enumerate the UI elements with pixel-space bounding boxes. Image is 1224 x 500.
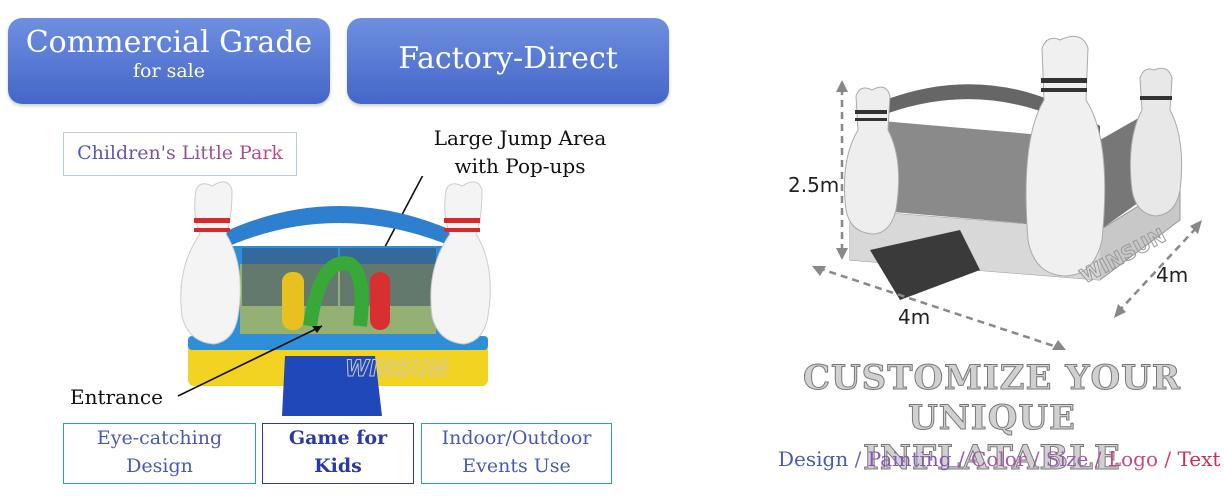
option-separator: / xyxy=(1094,447,1102,471)
park-label-text: Children's Little Park xyxy=(77,142,283,164)
option-separator: / xyxy=(1164,447,1172,471)
banner-title: Commercial Grade xyxy=(25,25,313,60)
factory-direct-banner: Factory-Direct xyxy=(347,18,669,104)
brand-watermark: WINSUN xyxy=(345,357,448,382)
depth-label: 4m xyxy=(1156,263,1189,287)
feature-game-for-kids: Game for Kids xyxy=(262,423,414,484)
option-color: Color xyxy=(971,447,1027,471)
customize-heading: CUSTOMIZE YOUR UNIQUE INFLATABLE xyxy=(760,358,1224,479)
bowling-bounce-house-image: WINSUN xyxy=(177,176,491,416)
option-design: Design xyxy=(778,447,849,471)
right-bowling-pin xyxy=(430,181,491,345)
feature-line2: Events Use xyxy=(462,455,571,477)
option-separator: / xyxy=(854,447,862,471)
feature-line1: Game for xyxy=(288,427,388,449)
feature-line2: Design xyxy=(126,455,193,477)
commercial-grade-banner: Commercial Grade for sale xyxy=(8,18,330,104)
entrance-pointer xyxy=(177,325,323,397)
option-separator: / xyxy=(1032,447,1040,471)
depth-arrow xyxy=(1117,225,1199,313)
height-label: 2.5m xyxy=(788,173,840,197)
customize-options: Design / Painting / Color / Size / Logo … xyxy=(778,447,1220,471)
banner-title: Factory-Direct xyxy=(398,41,618,76)
option-logo: Logo xyxy=(1107,447,1158,471)
customize-line1: CUSTOMIZE YOUR UNIQUE xyxy=(802,358,1182,439)
option-text: Text xyxy=(1177,447,1221,471)
width-arrow xyxy=(817,266,1061,350)
feature-line2: Kids xyxy=(314,455,362,477)
feature-indoor-outdoor: Indoor/Outdoor Events Use xyxy=(421,423,612,484)
jump-area-annotation: Large Jump Area with Pop-ups xyxy=(420,124,620,180)
jump-area-pointer xyxy=(377,176,424,261)
entrance-annotation: Entrance xyxy=(70,385,163,409)
option-size: Size xyxy=(1045,447,1089,471)
feature-line1: Indoor/Outdoor xyxy=(441,427,592,449)
width-label: 4m xyxy=(898,305,931,329)
jump-area-line1: Large Jump Area xyxy=(433,126,607,150)
feature-line1: Eye-catching xyxy=(96,427,223,449)
banner-subtitle: for sale xyxy=(133,60,205,82)
park-label: Children's Little Park xyxy=(63,132,297,176)
left-bowling-pin xyxy=(180,181,241,345)
grayscale-dimension-image: WINSUN xyxy=(812,35,1202,350)
customize-line2: INFLATABLE xyxy=(863,438,1121,479)
feature-eye-catching: Eye-catching Design xyxy=(63,423,256,484)
option-separator: / xyxy=(957,447,965,471)
jump-area-line2: with Pop-ups xyxy=(454,154,586,178)
option-painting: Painting xyxy=(867,447,952,471)
